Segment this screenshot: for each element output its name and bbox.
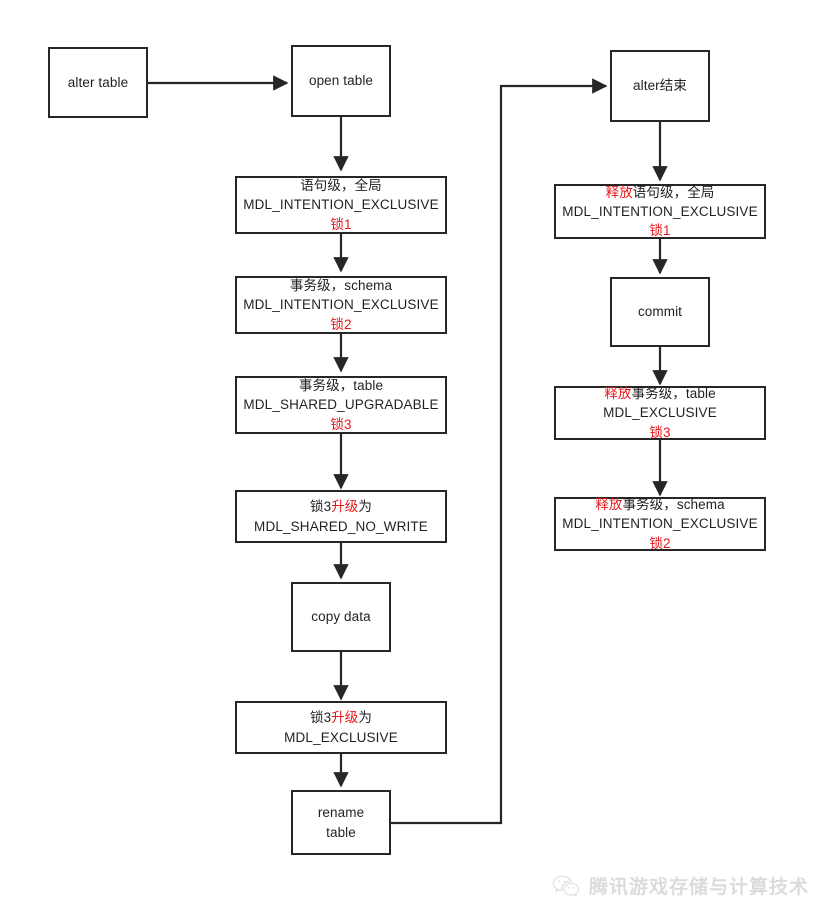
- node-line: 锁3升级为: [310, 708, 372, 727]
- node-open-table[interactable]: open table: [291, 45, 391, 117]
- node-line: MDL_INTENTION_EXCLUSIVE: [562, 203, 758, 219]
- node-copy-data[interactable]: copy data: [291, 582, 391, 652]
- node-line: alter结束: [633, 78, 687, 94]
- node-text-segment: 锁3: [309, 710, 332, 726]
- node-lock1-acquire[interactable]: 语句级，全局 MDL_INTENTION_EXCLUSIVE 锁1: [235, 176, 447, 234]
- node-rename-table[interactable]: rename table: [291, 790, 391, 855]
- node-line-lock-label: 锁3: [330, 416, 352, 432]
- node-lock2-acquire[interactable]: 事务级，schema MDL_INTENTION_EXCLUSIVE 锁2: [235, 276, 447, 334]
- node-line-lock-label: 锁3: [649, 424, 671, 440]
- node-line-lock-label: 锁1: [330, 216, 352, 232]
- node-text-segment: 语句级，全局: [632, 184, 715, 200]
- node-line: 锁3升级为: [310, 497, 372, 516]
- node-line: table: [326, 824, 356, 840]
- node-text-segment: 为: [358, 499, 373, 515]
- node-commit[interactable]: commit: [610, 277, 710, 347]
- node-text-segment-highlight: 升级: [331, 710, 359, 726]
- node-line: MDL_EXCLUSIVE: [603, 405, 717, 421]
- node-lock3-upgrade-exclusive[interactable]: 锁3升级为 MDL_EXCLUSIVE: [235, 701, 447, 754]
- node-line-lock-label: 锁2: [330, 316, 352, 332]
- node-line: MDL_INTENTION_EXCLUSIVE: [243, 197, 439, 213]
- node-text-segment: 事务级，schema: [622, 497, 725, 513]
- node-line: MDL_INTENTION_EXCLUSIVE: [243, 297, 439, 313]
- wechat-icon: [552, 874, 580, 898]
- node-line: MDL_SHARED_UPGRADABLE: [243, 397, 439, 413]
- node-text-segment-highlight: 升级: [331, 499, 359, 515]
- node-text-segment-highlight: 释放: [605, 184, 633, 200]
- node-line: open table: [308, 73, 374, 89]
- node-line-lock-label: 锁2: [649, 535, 671, 551]
- node-line: 事务级，schema: [289, 278, 393, 294]
- node-line: 释放事务级，table: [604, 384, 715, 403]
- node-lock3-acquire[interactable]: 事务级，table MDL_SHARED_UPGRADABLE 锁3: [235, 376, 447, 434]
- node-line: copy data: [311, 609, 371, 625]
- node-line: MDL_EXCLUSIVE: [284, 729, 398, 745]
- node-line: 事务级，table: [298, 378, 384, 394]
- node-text-segment: 锁3: [309, 499, 332, 515]
- node-line: MDL_SHARED_NO_WRITE: [254, 518, 428, 534]
- node-lock3-upgrade-no-write[interactable]: 锁3升级为 MDL_SHARED_NO_WRITE: [235, 490, 447, 543]
- node-line: 释放语句级，全局: [606, 183, 715, 202]
- node-text-segment: 为: [358, 710, 373, 726]
- node-line: alter table: [67, 74, 129, 90]
- node-lock2-release[interactable]: 释放事务级，schema MDL_INTENTION_EXCLUSIVE 锁2: [554, 497, 766, 551]
- node-text-segment: 事务级，table: [631, 386, 716, 402]
- node-line: 语句级，全局: [300, 178, 382, 194]
- node-line: MDL_INTENTION_EXCLUSIVE: [562, 516, 758, 532]
- node-text-segment-highlight: 释放: [595, 497, 623, 513]
- node-alter-table[interactable]: alter table: [48, 47, 148, 118]
- node-text-segment-highlight: 释放: [604, 386, 632, 402]
- node-line: commit: [637, 304, 683, 320]
- node-line-lock-label: 锁1: [649, 223, 671, 239]
- node-line: 释放事务级，schema: [595, 495, 724, 514]
- watermark-text: 腾讯游戏存储与计算技术: [589, 877, 810, 898]
- node-alter-finish[interactable]: alter结束: [610, 50, 710, 122]
- watermark: 腾讯游戏存储与计算技术: [552, 872, 809, 899]
- node-lock3-release[interactable]: 释放事务级，table MDL_EXCLUSIVE 锁3: [554, 386, 766, 440]
- node-line: rename: [317, 805, 365, 821]
- node-lock1-release[interactable]: 释放语句级，全局 MDL_INTENTION_EXCLUSIVE 锁1: [554, 184, 766, 239]
